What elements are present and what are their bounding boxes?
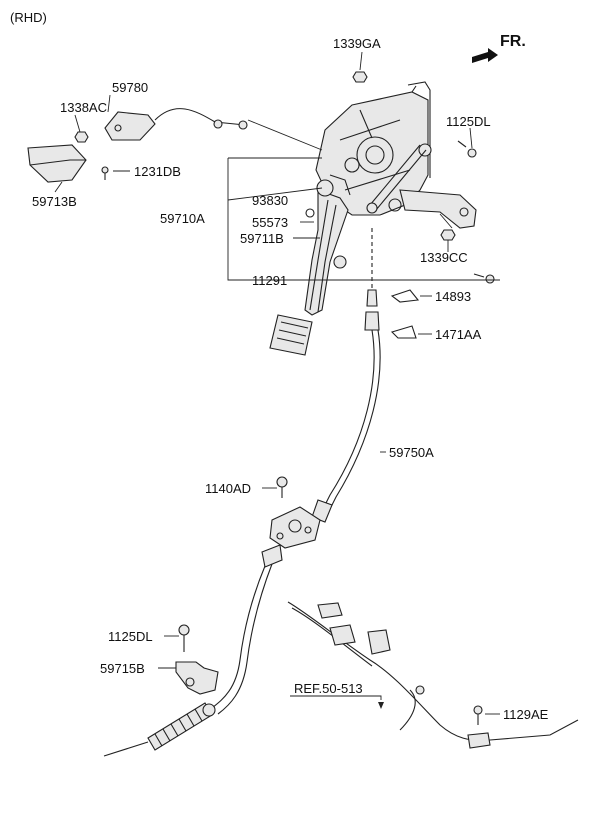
label-14893: 14893 bbox=[435, 289, 471, 304]
rear-brake-cables-ref bbox=[287, 601, 579, 749]
label-59710A: 59710A bbox=[160, 211, 205, 226]
label-59713B: 59713B bbox=[32, 194, 77, 209]
clip-1471AA bbox=[390, 325, 417, 339]
label-1140AD: 1140AD bbox=[205, 481, 251, 496]
label-1125DL-top: 1125DL bbox=[446, 114, 491, 129]
leader-lines bbox=[54, 51, 500, 715]
screw-1231DB bbox=[101, 166, 109, 180]
label-1471AA: 1471AA bbox=[435, 327, 482, 342]
bolt-1140AD bbox=[276, 476, 288, 498]
label-11291: 11291 bbox=[252, 273, 287, 288]
label-1129AE: 1129AE bbox=[503, 707, 549, 722]
label-1231DB: 1231DB bbox=[134, 164, 181, 179]
bracket-59715B bbox=[175, 661, 219, 695]
label-93830: 93830 bbox=[252, 193, 288, 208]
front-direction-label: FR. bbox=[500, 33, 526, 50]
nut-1339GA bbox=[352, 71, 368, 83]
clip-14893 bbox=[390, 289, 420, 303]
variant-label: (RHD) bbox=[10, 10, 47, 25]
bolt-1129AE bbox=[473, 705, 483, 725]
label-1338AC: 1338AC bbox=[60, 100, 107, 115]
parking-brake-cable-59750A bbox=[103, 228, 381, 757]
label-59780: 59780 bbox=[112, 80, 148, 95]
label-59711B: 59711B bbox=[240, 231, 284, 246]
release-cable-59780 bbox=[104, 108, 248, 141]
label-55573: 55573 bbox=[252, 215, 288, 230]
bolt-1125DL-top bbox=[457, 140, 477, 158]
nut-1338AC bbox=[74, 131, 89, 143]
release-handle-59713B bbox=[27, 144, 87, 183]
label-59750A: 59750A bbox=[389, 445, 434, 460]
front-direction-arrow-icon bbox=[472, 48, 498, 63]
label-1125DL-bottom: 1125DL bbox=[108, 629, 153, 644]
label-ref-50-513: REF.50-513 bbox=[294, 681, 363, 696]
release-cable-link-leader bbox=[247, 119, 323, 151]
bolt-1125DL-bottom bbox=[178, 624, 190, 652]
parking-brake-pedal-assembly bbox=[269, 81, 477, 356]
label-59715B: 59715B bbox=[100, 661, 145, 676]
label-1339GA: 1339GA bbox=[333, 36, 381, 51]
nut-1339CC bbox=[440, 229, 456, 241]
label-1339CC: 1339CC bbox=[420, 250, 468, 265]
bolt-lower-right bbox=[473, 273, 495, 284]
